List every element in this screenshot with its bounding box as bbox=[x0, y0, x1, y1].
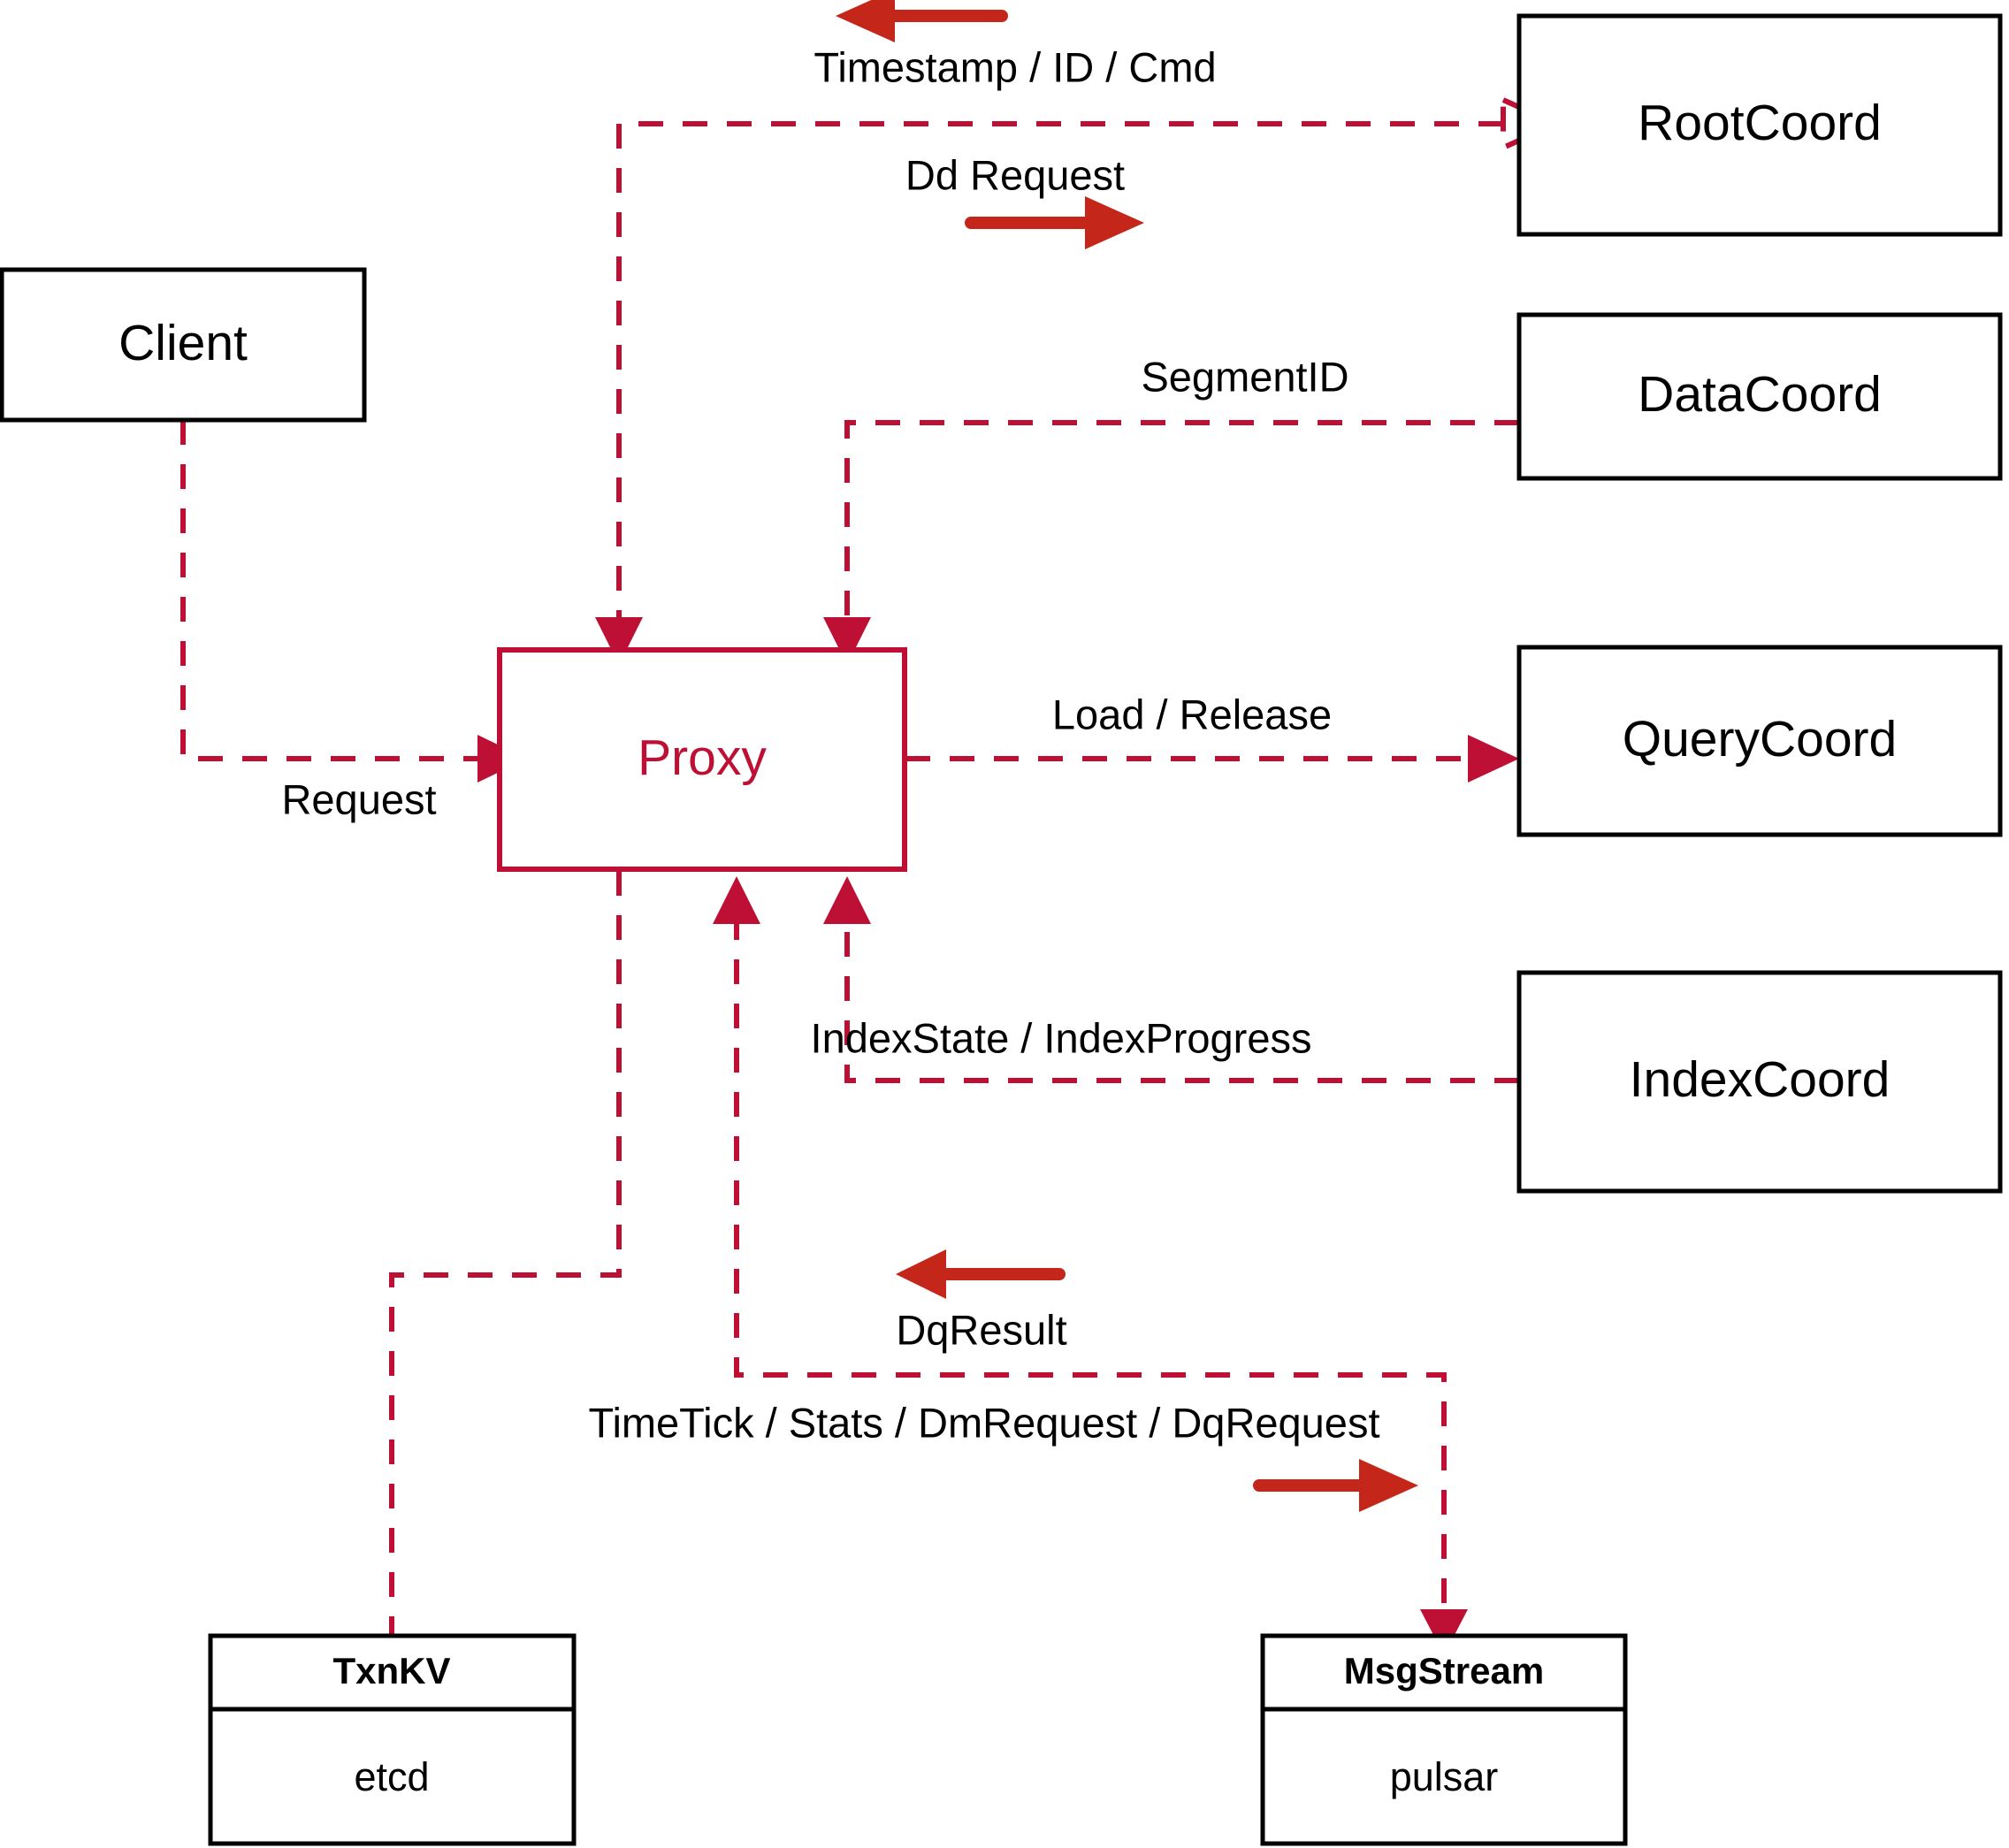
node-msgstream-label: MsgStream bbox=[1344, 1650, 1544, 1691]
edge-label-load-release: Load / Release bbox=[1052, 691, 1332, 737]
edge-proxy-rootcoord bbox=[616, 121, 1503, 635]
edge-indexcoord-proxy bbox=[844, 915, 1519, 1083]
node-rootcoord-label: RootCoord bbox=[1638, 95, 1882, 151]
node-client[interactable]: Client bbox=[0, 267, 367, 423]
node-txnkv-label: TxnKV bbox=[332, 1650, 450, 1691]
direction-arrow-dd-request bbox=[965, 196, 1144, 249]
edge-label-index-state-progress: IndexState / IndexProgress bbox=[811, 1014, 1312, 1061]
arrowhead-rootcoord bbox=[1501, 95, 1563, 152]
direction-arrow-timetick bbox=[1253, 1459, 1418, 1512]
edge-label-dd-request: Dd Request bbox=[905, 151, 1125, 198]
edge-datacoord-proxy bbox=[844, 420, 1519, 635]
node-indexcoord-label: IndexCoord bbox=[1630, 1051, 1891, 1108]
edge-label-timetick-stats: TimeTick / Stats / DmRequest / DqRequest bbox=[588, 1399, 1379, 1446]
arrowhead-proxy-top-right bbox=[823, 617, 871, 665]
arrowhead-msgstream bbox=[1420, 1609, 1468, 1655]
node-client-label: Client bbox=[118, 315, 248, 371]
node-txnkv-sublabel: etcd bbox=[354, 1754, 429, 1799]
node-rootcoord[interactable]: RootCoord bbox=[1516, 13, 2003, 237]
node-datacoord-label: DataCoord bbox=[1638, 366, 1882, 423]
edge-label-timestamp-id-cmd: Timestamp / ID / Cmd bbox=[814, 43, 1216, 90]
node-proxy[interactable]: Proxy bbox=[497, 647, 907, 872]
node-indexcoord[interactable]: IndexCoord bbox=[1516, 970, 2003, 1194]
arrowhead-proxy-bottom-center bbox=[713, 876, 760, 924]
node-txnkv[interactable]: TxnKV etcd bbox=[208, 1633, 577, 1846]
node-querycoord[interactable]: QueryCoord bbox=[1516, 645, 2003, 837]
node-proxy-label: Proxy bbox=[638, 729, 767, 786]
node-msgstream-sublabel: pulsar bbox=[1390, 1754, 1499, 1799]
direction-arrow-timestamp bbox=[836, 0, 1008, 42]
arrowhead-proxy-top-left bbox=[595, 617, 643, 665]
edge-proxy-txnkv bbox=[389, 871, 622, 1634]
edge-proxy-msgstream bbox=[734, 915, 1447, 1609]
arrowhead-proxy-bottom-right bbox=[823, 876, 871, 924]
node-msgstream[interactable]: MsgStream pulsar bbox=[1260, 1633, 1628, 1846]
node-querycoord-label: QueryCoord bbox=[1623, 711, 1897, 767]
node-datacoord[interactable]: DataCoord bbox=[1516, 312, 2003, 481]
edge-label-segment-id: SegmentID bbox=[1141, 353, 1348, 400]
direction-arrow-dqresult bbox=[896, 1249, 1066, 1299]
edge-client-proxy bbox=[180, 420, 477, 761]
arrowhead-querycoord bbox=[1468, 735, 1519, 783]
edge-label-dq-result: DqResult bbox=[896, 1306, 1066, 1353]
edge-label-request: Request bbox=[281, 775, 436, 822]
